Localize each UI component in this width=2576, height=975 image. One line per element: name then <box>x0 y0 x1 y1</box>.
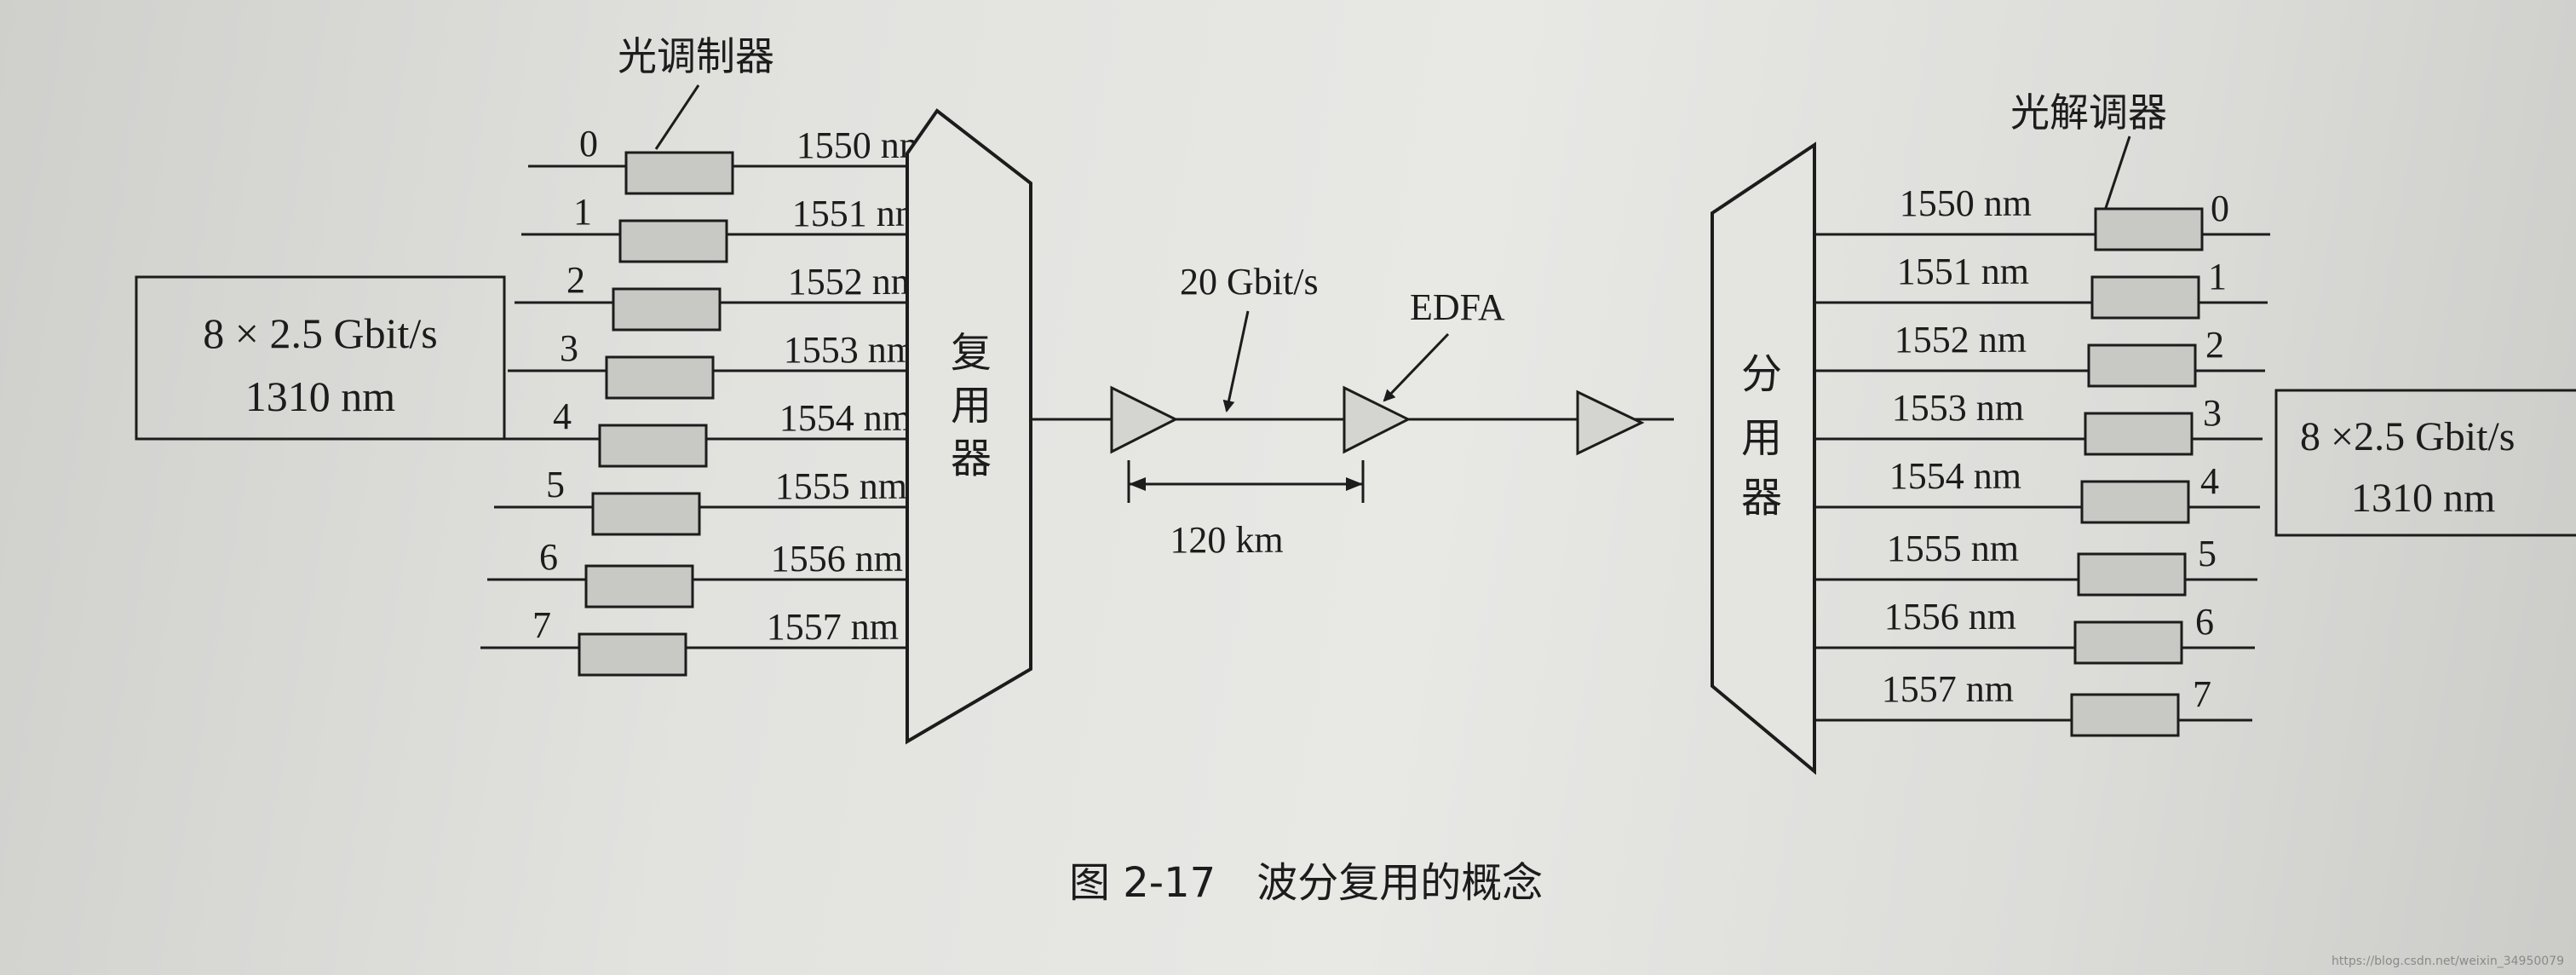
output-wavelength-label: 1556 nm <box>1884 596 2016 638</box>
edfa-label: EDFA <box>1410 286 1505 328</box>
mux-char-1: 复 <box>951 329 992 377</box>
input-channel-number: 2 <box>566 259 585 301</box>
demodulator-pointer <box>2102 136 2131 214</box>
optical-demodulator <box>2080 480 2190 524</box>
input-wavelength-label: 1551 nm <box>792 193 924 234</box>
output-channel-number: 7 <box>2193 673 2211 715</box>
optical-modulator <box>578 632 687 677</box>
output-channel-number: 5 <box>2198 533 2217 574</box>
output-box-line1: 8 ×2.5 Gbit/s <box>2300 414 2515 459</box>
optical-demodulator <box>2077 552 2187 597</box>
input-channel-number: 5 <box>546 464 565 505</box>
input-channel-number: 1 <box>573 191 592 233</box>
demux-char-1: 分 <box>1741 350 1782 398</box>
amplifier-2 <box>1343 385 1412 454</box>
input-wavelength-label: 1555 nm <box>775 465 907 507</box>
output-wavelength-label: 1551 nm <box>1897 251 2029 292</box>
output-wavelength-label: 1557 nm <box>1882 668 2014 710</box>
optical-modulator <box>584 564 694 609</box>
optical-modulator <box>618 219 728 263</box>
input-wavelength-label: 1554 nm <box>779 397 911 439</box>
optical-demodulator <box>2084 412 2194 456</box>
optical-demodulator <box>2090 275 2200 320</box>
demultiplexer <box>1711 141 1816 776</box>
input-wavelength-label: 1552 nm <box>788 261 920 303</box>
optical-modulator <box>605 355 715 400</box>
output-wavelength-label: 1554 nm <box>1889 455 2021 497</box>
output-wavelength-label: 1555 nm <box>1887 528 2019 569</box>
amplifier-3 <box>1576 389 1645 456</box>
optical-demodulator <box>2087 343 2197 388</box>
input-channel-number: 4 <box>553 395 572 437</box>
bitrate-label: 20 Gbit/s <box>1180 261 1319 303</box>
input-box-line1: 8 × 2.5 Gbit/s <box>203 309 437 357</box>
distance-arrowhead-left <box>1129 477 1146 491</box>
output-box-line2: 1310 nm <box>2351 476 2495 521</box>
input-wavelength-label: 1556 nm <box>771 538 903 580</box>
input-source-box <box>135 275 506 441</box>
distance-label: 120 km <box>1170 519 1283 561</box>
output-wavelength-label: 1552 nm <box>1895 319 2027 361</box>
output-channel-number: 1 <box>2208 256 2227 297</box>
input-channel-number: 6 <box>539 536 558 578</box>
demodulator-title: 光解调器 <box>2010 89 2167 136</box>
modulator-title: 光调制器 <box>618 33 774 79</box>
input-channel-number: 0 <box>579 123 598 164</box>
output-channel-number: 3 <box>2203 392 2222 434</box>
optical-modulator <box>624 151 734 195</box>
multiplexer <box>906 108 1032 745</box>
optical-modulator <box>598 424 708 468</box>
optical-demodulator <box>2094 207 2204 251</box>
output-channel-number: 4 <box>2200 460 2219 502</box>
optical-demodulator <box>2073 620 2183 665</box>
mux-char-2: 用 <box>951 382 992 430</box>
figure-caption: 图 2-17 波分复用的概念 <box>1069 859 1543 907</box>
output-channel-number: 2 <box>2205 324 2224 366</box>
input-box-line2: 1310 nm <box>245 372 396 420</box>
optical-modulator <box>591 492 701 536</box>
output-sink-box <box>2274 389 2576 537</box>
mux-char-3: 器 <box>951 435 992 482</box>
demux-char-3: 器 <box>1741 474 1782 522</box>
demux-char-2: 用 <box>1741 414 1782 462</box>
watermark: https://blog.csdn.net/weixin_34950079 <box>2332 955 2564 968</box>
output-channels: 1550 nm 0 1551 nm 1 1552 nm 2 1553 nm 3 1554 nm 4… <box>1814 182 2270 737</box>
edfa-arrow <box>1383 332 1450 402</box>
bitrate-arrow <box>1222 310 1250 412</box>
modulator-pointer <box>654 84 700 150</box>
output-wavelength-label: 1553 nm <box>1892 387 2024 429</box>
output-channel-number: 6 <box>2195 601 2214 643</box>
input-wavelength-label: 1553 nm <box>784 329 916 371</box>
optical-modulator <box>612 287 722 332</box>
input-channel-number: 3 <box>560 327 578 369</box>
amplifier-1 <box>1110 385 1179 454</box>
input-wavelength-label: 1557 nm <box>767 606 899 648</box>
input-channel-number: 7 <box>532 604 551 646</box>
output-wavelength-label: 1550 nm <box>1900 182 2032 224</box>
optical-demodulator <box>2070 693 2180 737</box>
distance-arrowhead-right <box>1346 477 1363 491</box>
output-channel-number: 0 <box>2211 188 2229 229</box>
